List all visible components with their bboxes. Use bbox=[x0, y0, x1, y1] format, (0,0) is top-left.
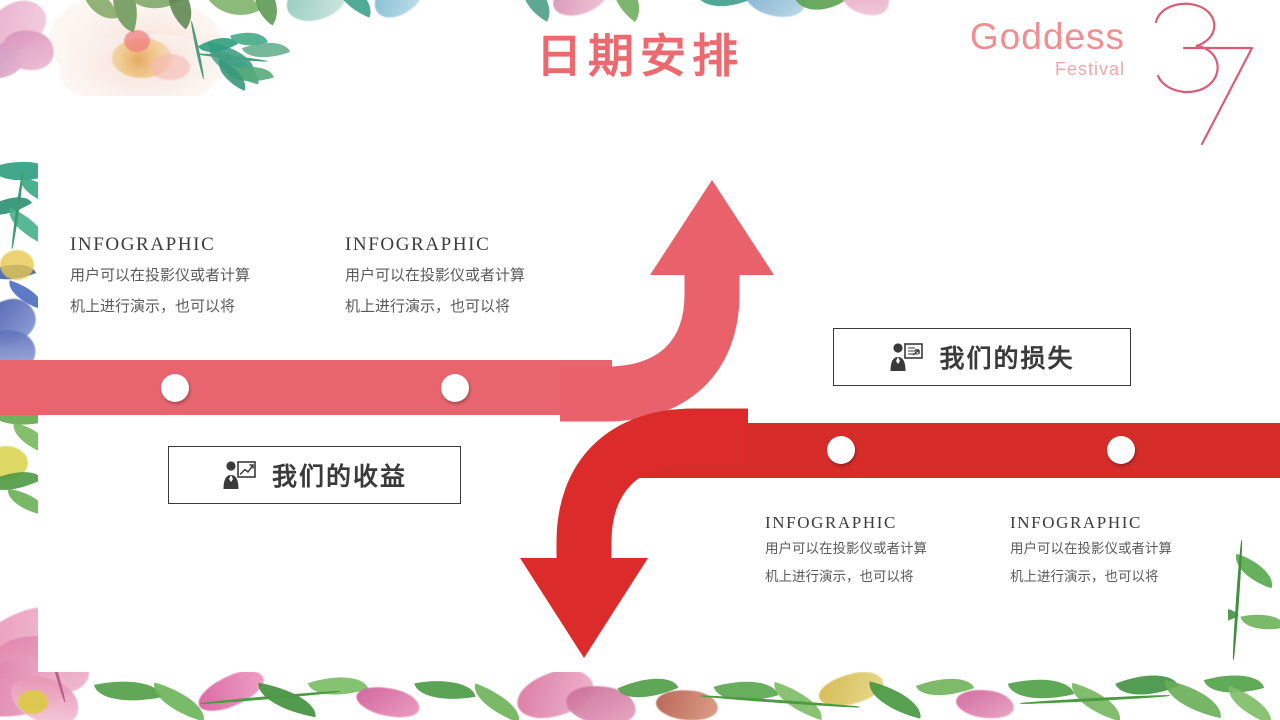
brand-lockup: Goddess Festival bbox=[969, 16, 1125, 80]
info-block-3-line2: 机上进行演示，也可以将 bbox=[765, 568, 914, 585]
info-block-1: INFOGRAPHIC 用户可以在投影仪或者计算 机上进行演示，也可以将 bbox=[70, 234, 320, 319]
date-37-icon bbox=[1154, 2, 1254, 146]
info-block-2: INFOGRAPHIC 用户可以在投影仪或者计算 机上进行演示，也可以将 bbox=[345, 234, 595, 319]
label-box-gain-text: 我们的收益 bbox=[271, 462, 407, 491]
brand-subtitle: Festival bbox=[1054, 58, 1125, 79]
arrow-up-shape bbox=[560, 180, 774, 422]
info-block-2-line2: 机上进行演示，也可以将 bbox=[345, 297, 511, 316]
label-box-gain[interactable]: 我们的收益 bbox=[168, 446, 461, 504]
info-block-4-line2: 机上进行演示，也可以将 bbox=[1010, 568, 1159, 585]
info-block-3-heading: INFOGRAPHIC bbox=[765, 513, 897, 532]
label-box-loss[interactable]: 我们的损失 bbox=[833, 328, 1131, 386]
arrow-down-shape bbox=[520, 408, 748, 658]
info-block-3-line1: 用户可以在投影仪或者计算 bbox=[765, 541, 927, 557]
info-block-2-line1: 用户可以在投影仪或者计算 bbox=[345, 266, 526, 284]
presenter-chart-up-icon bbox=[223, 461, 256, 489]
timeline-marker-2[interactable] bbox=[441, 374, 469, 402]
presenter-board-icon bbox=[890, 343, 924, 371]
brand-name: Goddess bbox=[969, 16, 1125, 57]
info-block-3: INFOGRAPHIC 用户可以在投影仪或者计算 机上进行演示，也可以将 bbox=[765, 513, 1005, 589]
info-block-4-heading: INFOGRAPHIC bbox=[1010, 513, 1142, 532]
info-block-4-line1: 用户可以在投影仪或者计算 bbox=[1010, 541, 1172, 557]
timeline-marker-4[interactable] bbox=[1107, 436, 1135, 464]
info-block-1-heading: INFOGRAPHIC bbox=[70, 234, 216, 255]
info-block-4: INFOGRAPHIC 用户可以在投影仪或者计算 机上进行演示，也可以将 bbox=[1010, 513, 1250, 589]
timeline-marker-1[interactable] bbox=[161, 374, 189, 402]
page-title: 日期安排 bbox=[536, 29, 744, 83]
label-box-loss-text: 我们的损失 bbox=[939, 344, 1075, 373]
info-block-1-line1: 用户可以在投影仪或者计算 bbox=[70, 266, 251, 284]
info-block-2-heading: INFOGRAPHIC bbox=[345, 234, 491, 255]
timeline-marker-3[interactable] bbox=[827, 436, 855, 464]
timeline-bar-upper bbox=[0, 360, 612, 415]
info-block-1-line2: 机上进行演示，也可以将 bbox=[70, 297, 236, 316]
